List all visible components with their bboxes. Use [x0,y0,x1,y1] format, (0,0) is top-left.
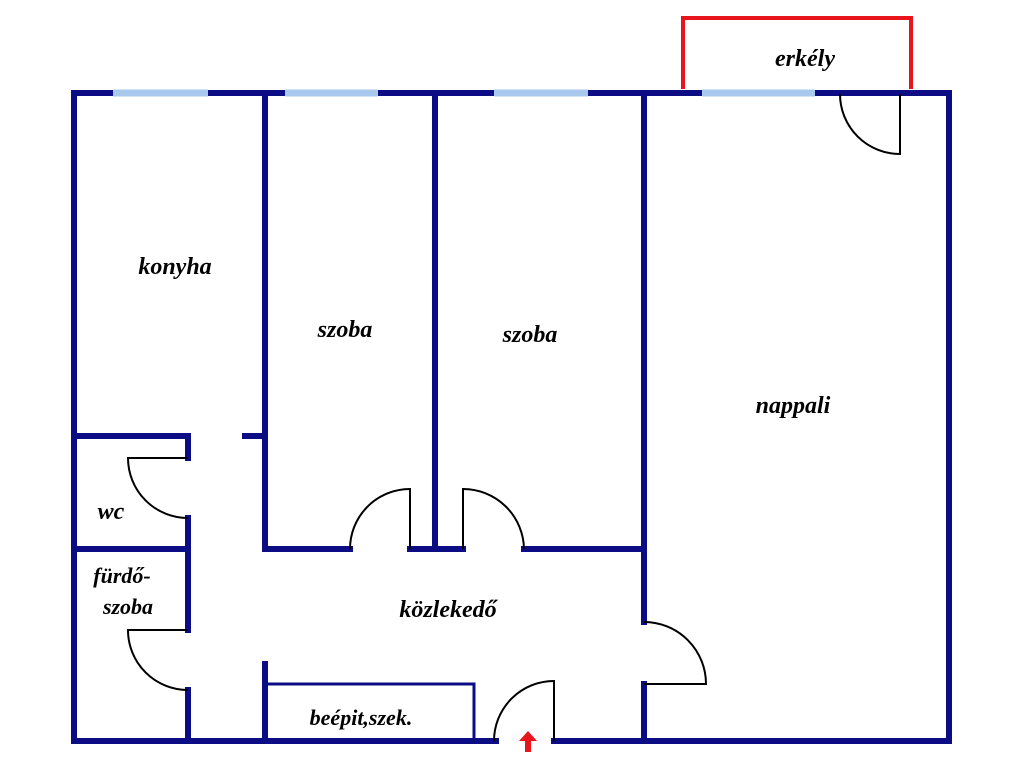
label-balcony: erkély [775,46,835,72]
door-room1 [349,487,411,550]
label-bath-line2: szoba [102,594,153,619]
label-room1: szoba [317,317,373,343]
door-entrance [493,679,555,742]
label-room2: szoba [502,322,558,348]
up-arrow-icon [519,731,537,752]
closet-outline [265,682,476,741]
entrance-arrow-head [519,731,537,741]
walls [71,90,952,744]
door-bath [126,629,189,691]
label-wc: wc [98,499,125,525]
closet-line [265,682,476,741]
entrance-arrow-shaft [525,740,531,752]
label-living: nappali [756,393,831,419]
balcony-outline [681,16,913,89]
doors [126,93,901,742]
label-closet: beépit,szek. [310,705,413,730]
label-bath-line1: fürdő- [93,563,150,588]
label-kitchen: konyha [138,254,211,280]
door-wc [126,457,189,519]
door-room2 [462,487,525,550]
label-hallway: közlekedő [399,597,498,623]
door-living [643,621,708,685]
door-balcony [839,93,901,156]
